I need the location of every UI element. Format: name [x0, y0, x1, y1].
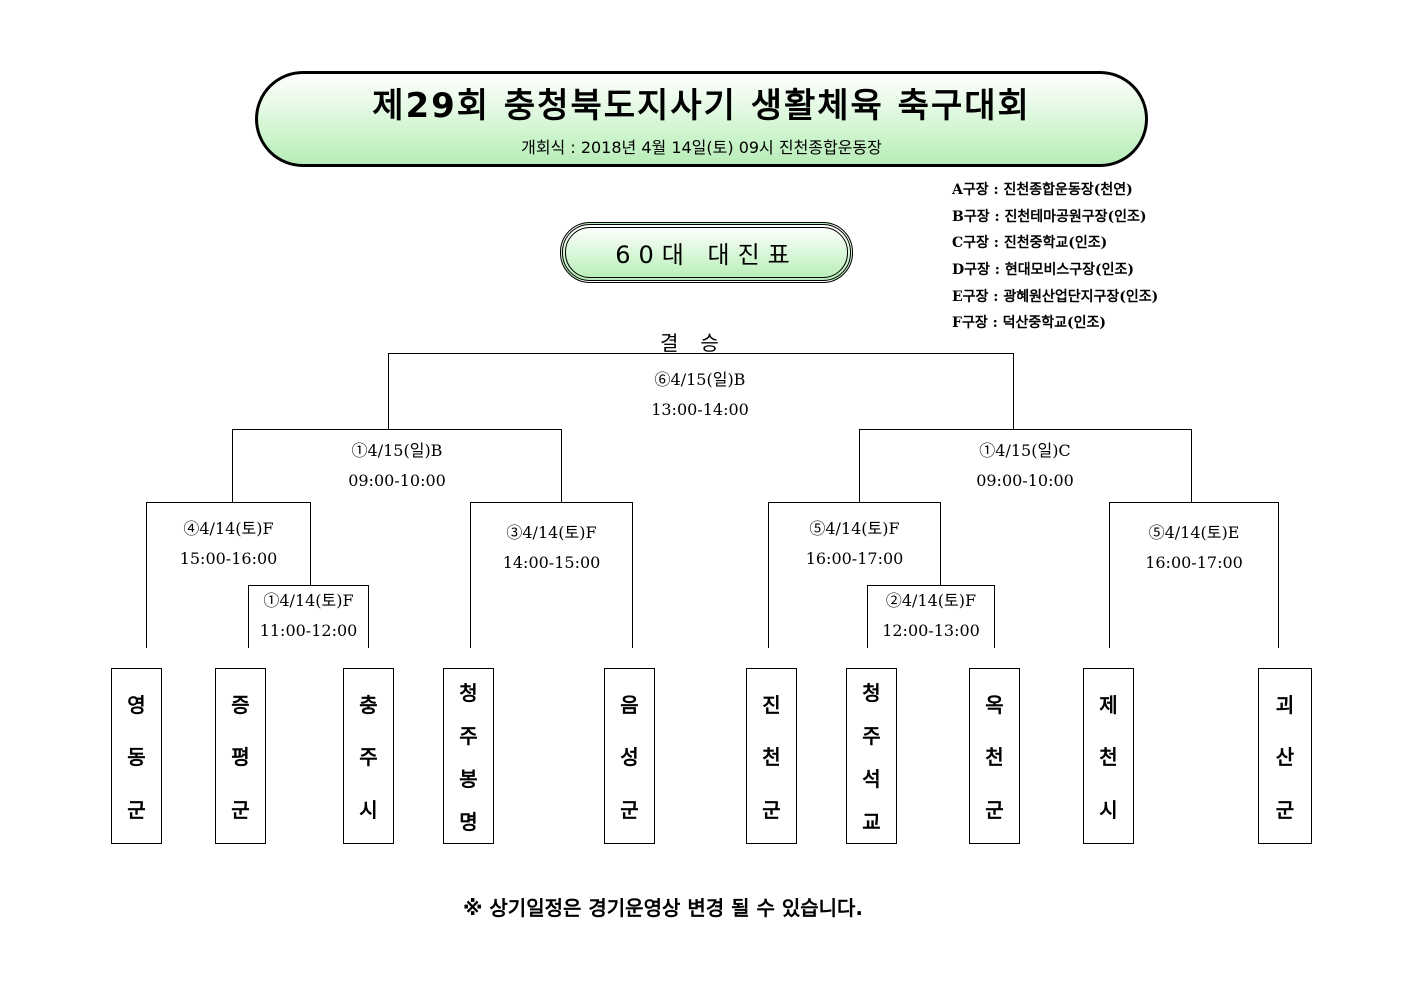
- match-semi-left-time: 09:00-10:00: [348, 471, 446, 490]
- venue-c: C구장 : 진천중학교(인조): [952, 235, 1108, 251]
- match-r1-left-time: 11:00-12:00: [259, 621, 358, 640]
- match-r1-left-label: ①4/14(토)F: [263, 591, 354, 610]
- match-qf2-time: 14:00-15:00: [502, 553, 601, 572]
- match-qf4-time: 16:00-17:00: [1145, 553, 1243, 572]
- match-qf4-label: ⑤4/14(토)E: [1148, 523, 1240, 542]
- match-semi-left: ①4/15(일)B 09:00-10:00: [297, 436, 497, 496]
- match-r1-right-time: 12:00-13:00: [882, 621, 980, 640]
- match-qf2: ③4/14(토)F 14:00-15:00: [471, 518, 632, 578]
- final-label: 결승: [660, 331, 741, 355]
- schedule-change-note: ※ 상기일정은 경기운영상 변경 될 수 있습니다.: [463, 896, 864, 920]
- venue-b: B구장 : 진천테마공원구장(인조): [952, 209, 1147, 225]
- venue-a: A구장 : 진천종합운동장(천연): [952, 182, 1133, 198]
- venue-f: F구장 : 덕산중학교(인조): [952, 315, 1107, 331]
- venue-e: E구장 : 광혜원산업단지구장(인조): [952, 289, 1159, 305]
- match-final-label: ⑥4/15(일)B: [654, 370, 746, 389]
- match-qf1-time: 15:00-16:00: [179, 549, 278, 568]
- match-qf3: ⑤4/14(토)F 16:00-17:00: [769, 514, 940, 574]
- match-r1-right: ②4/14(토)F 12:00-13:00: [868, 586, 994, 646]
- match-final: ⑥4/15(일)B 13:00-14:00: [600, 365, 800, 425]
- match-final-time: 13:00-14:00: [651, 400, 749, 419]
- match-qf2-label: ③4/14(토)F: [506, 523, 597, 542]
- match-r1-left: ①4/14(토)F 11:00-12:00: [249, 586, 368, 646]
- match-qf4: ⑤4/14(토)E 16:00-17:00: [1110, 518, 1278, 578]
- opening-ceremony-info: 개회식 : 2018년 4월 14일(토) 09시 진천종합운동장: [521, 138, 882, 157]
- match-qf3-time: 16:00-17:00: [805, 549, 904, 568]
- title-banner: [255, 71, 1148, 167]
- bracket-title-banner: [560, 222, 853, 283]
- page-title: 제29회 충청북도지사기 생활체육 축구대회: [372, 86, 1031, 126]
- match-semi-right: ①4/15(일)C 09:00-10:00: [925, 436, 1125, 496]
- match-r1-right-label: ②4/14(토)F: [885, 591, 977, 610]
- match-semi-right-time: 09:00-10:00: [976, 471, 1074, 490]
- match-qf1-label: ④4/14(토)F: [183, 519, 274, 538]
- venue-d: D구장 : 현대모비스구장(인조): [952, 262, 1134, 278]
- match-qf1: ④4/14(토)F 15:00-16:00: [147, 514, 310, 574]
- match-semi-right-label: ①4/15(일)C: [979, 441, 1071, 460]
- match-semi-left-label: ①4/15(일)B: [351, 441, 443, 460]
- bracket-title: 60대 대진표: [615, 241, 798, 269]
- match-qf3-label: ⑤4/14(토)F: [809, 519, 900, 538]
